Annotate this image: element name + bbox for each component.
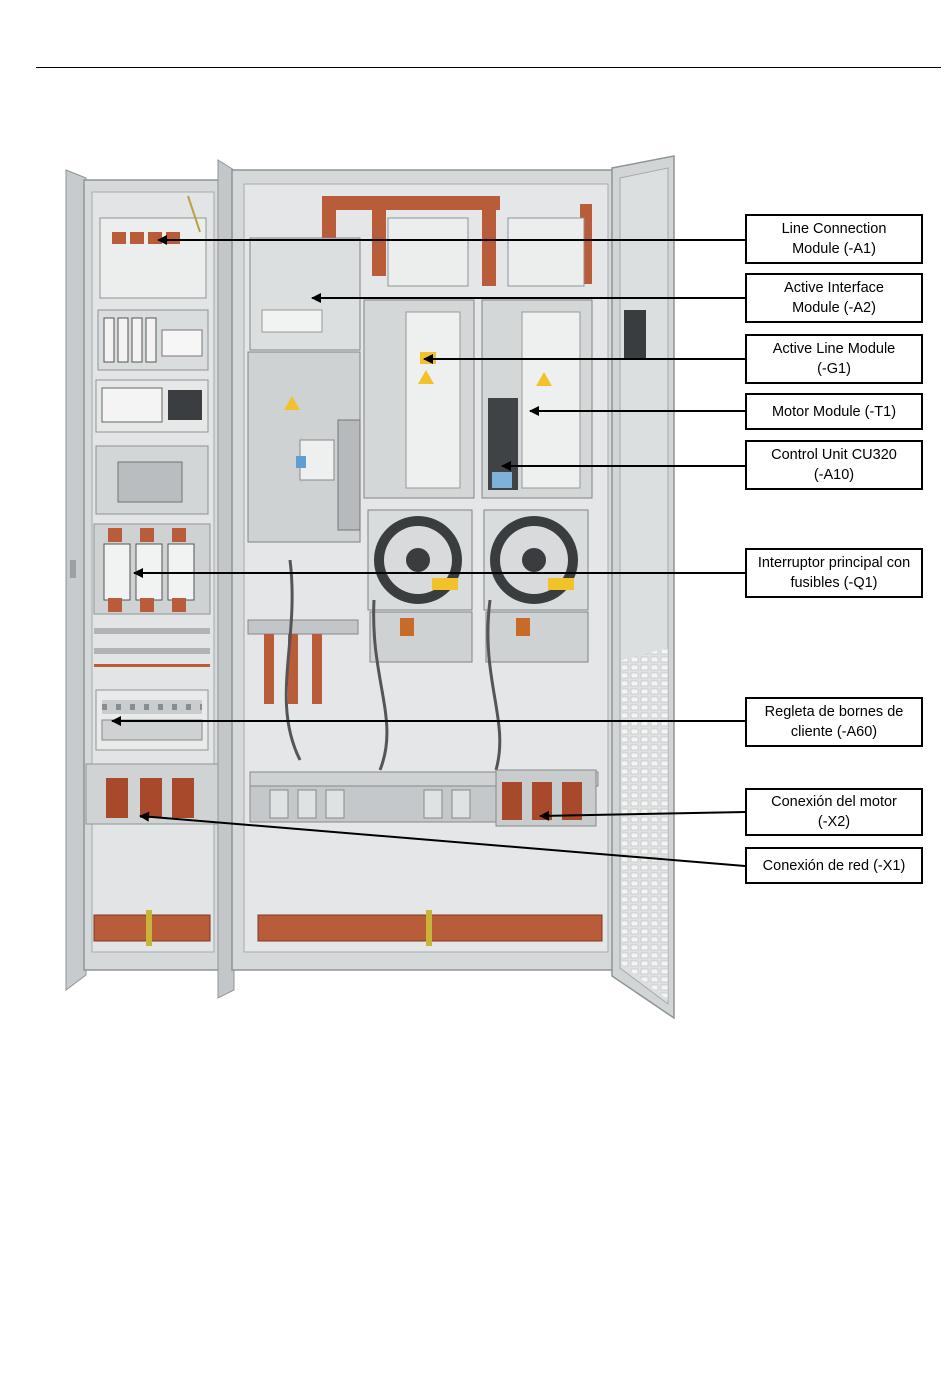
callout-motor-module: Motor Module (-T1) <box>745 393 923 430</box>
left-cabinet-section <box>84 180 224 970</box>
callout-motor-connection: Conexión del motor (-X2) <box>745 788 923 836</box>
left-cabinet-door <box>66 170 86 990</box>
callout-active-line-module: Active Line Module (-G1) <box>745 334 923 384</box>
callout-line-connection-module: Line Connection Module (-A1) <box>745 214 923 264</box>
callout-active-interface-module: Active Interface Module (-A2) <box>745 273 923 323</box>
callout-control-unit: Control Unit CU320 (-A10) <box>745 440 923 490</box>
right-cabinet-door <box>612 156 674 1018</box>
callout-grid-connection: Conexión de red (-X1) <box>745 847 923 884</box>
callout-customer-terminal-strip: Regleta de bornes de cliente (-A60) <box>745 697 923 747</box>
callout-main-switch-fuses: Interruptor principal con fusibles (-Q1) <box>745 548 923 598</box>
